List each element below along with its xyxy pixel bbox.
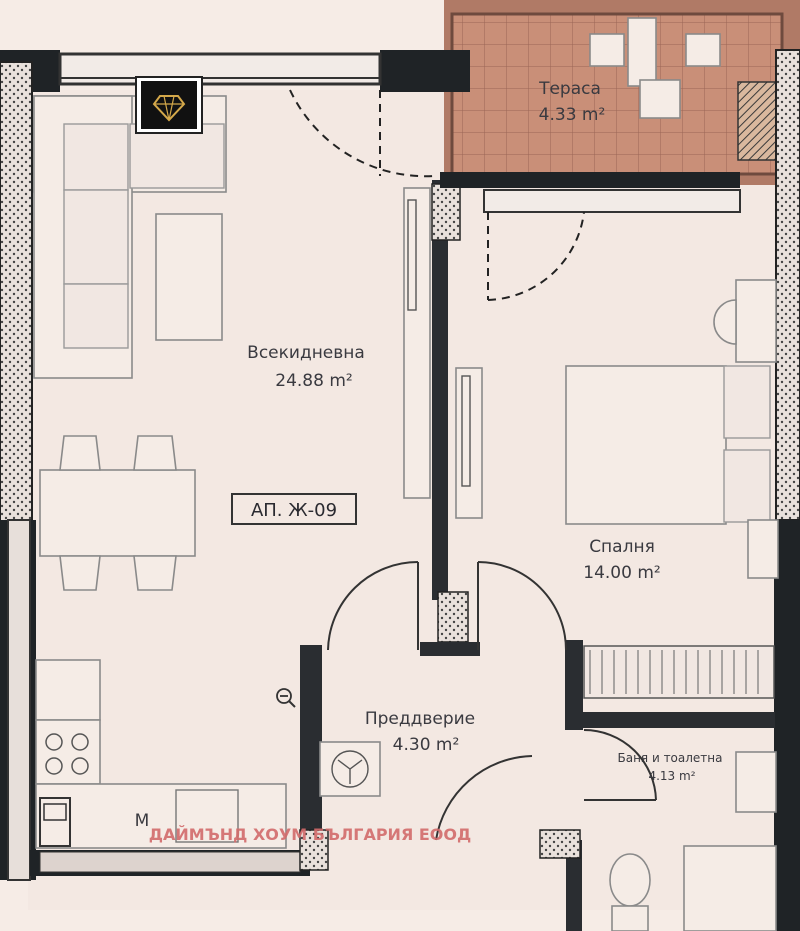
living-furniture: [33, 95, 483, 591]
living-area: 24.88 m²: [275, 371, 352, 391]
kitchen-letter-m: M: [135, 811, 150, 831]
terrace-name: Тераса: [538, 79, 601, 99]
living-name: Всекидневна: [247, 343, 365, 363]
company-logo: [135, 76, 203, 134]
zoom-out-icon[interactable]: [276, 688, 296, 708]
hall-details: [319, 741, 777, 931]
terrace-area: 4.33 m²: [539, 105, 606, 125]
apartment-id: АП. Ж-09: [251, 500, 337, 521]
bathroom-area: 4.13 m²: [648, 769, 695, 783]
terrace: [444, 0, 800, 185]
bedroom-name: Спалня: [589, 537, 655, 557]
diamond-icon: [152, 95, 186, 122]
apartment-id-box: АП. Ж-09: [231, 493, 357, 525]
bathroom-name: Баня и тоалетна: [617, 751, 722, 765]
kitchen: [35, 659, 287, 849]
bedroom-furniture: [565, 279, 779, 699]
doors: [289, 89, 657, 841]
room-labels: Тераса 4.33 m² Всекидневна 24.88 m² Спал…: [135, 79, 723, 831]
hall-area: 4.30 m²: [393, 735, 460, 755]
walls: [0, 49, 800, 931]
window-top: [58, 52, 382, 86]
hall-name: Преддверие: [365, 709, 475, 729]
company-watermark: ДАЙМЪНД ХОУМ БЪЛГАРИЯ ЕООД: [149, 825, 471, 844]
bedroom-area: 14.00 m²: [583, 563, 660, 583]
